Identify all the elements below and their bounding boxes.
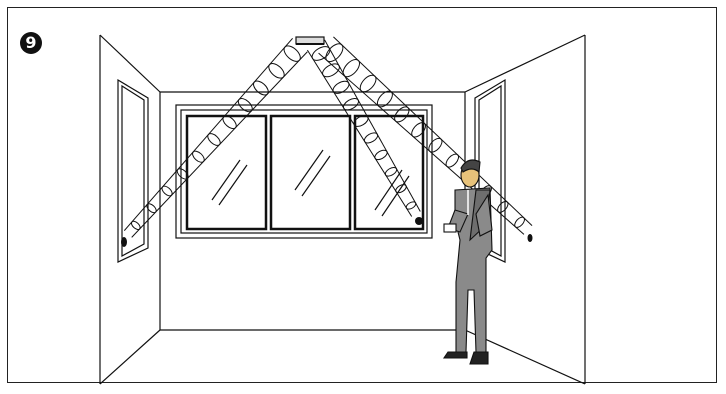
beam-left-ring — [145, 202, 158, 214]
beam-left-ring — [130, 220, 142, 231]
beam-right-ring — [426, 136, 444, 154]
left-side-window — [118, 80, 148, 262]
beam-right-ring — [323, 41, 346, 65]
beam-right-ring — [340, 57, 362, 80]
beam-right-ring — [357, 72, 379, 94]
beam-right-ring — [444, 152, 461, 169]
back-window — [176, 105, 432, 238]
beam-left-ring — [266, 61, 287, 81]
beam-left-ring — [281, 43, 303, 64]
ceiling-sensor-icon — [296, 37, 324, 44]
beam-left-ring — [251, 78, 271, 97]
person-figure — [444, 160, 492, 364]
